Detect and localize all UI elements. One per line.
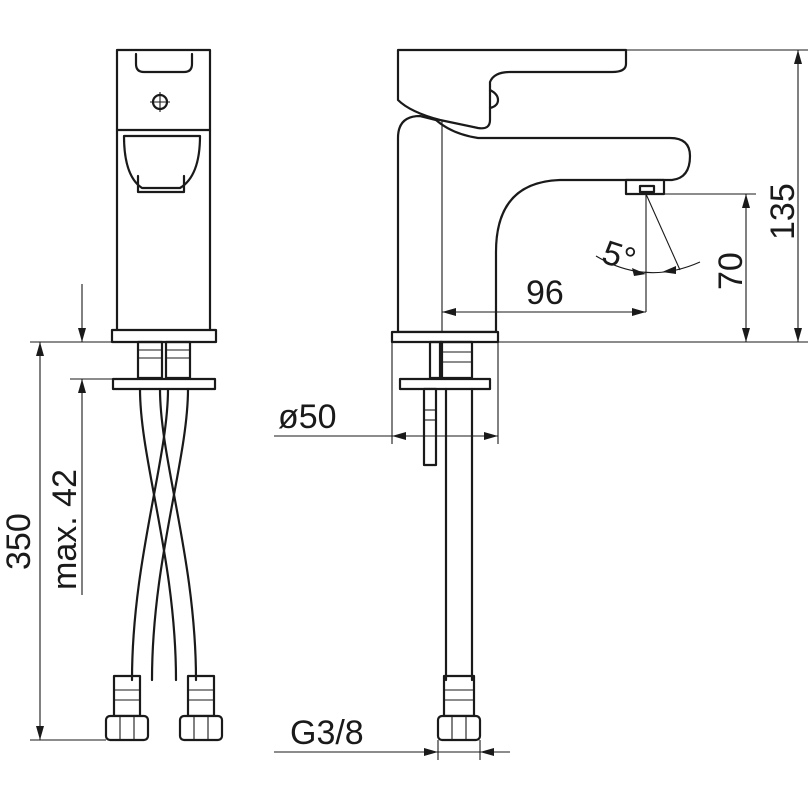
front-lever [115,48,212,132]
front-lever-slot [134,52,194,74]
side-base [390,330,500,344]
dim-spout-reach-label: 96 [526,274,564,312]
dim-hose-length-label: 350 [0,513,38,570]
front-mounting-plate [111,377,217,391]
side-mounting-plate [398,377,492,391]
dim-spout-height-label: 70 [712,252,750,290]
front-dimensions: 350 max. 42 [0,284,113,741]
front-nut-right [178,714,224,742]
front-nut-left [104,714,150,742]
front-hose-left [138,387,178,682]
side-hose [444,387,474,682]
front-hose-right [150,387,190,682]
front-base [110,328,218,344]
side-body-spout [396,114,692,334]
front-spout-end [122,134,202,190]
front-body [115,128,212,332]
side-view [390,48,692,742]
side-threaded-stud [422,387,438,467]
dim-deck-thickness-label: max. 42 [46,469,84,590]
side-nut [436,714,482,742]
front-view [104,48,224,742]
dim-base-diameter-label: ø50 [278,398,337,436]
side-lever [396,48,628,130]
dim-total-height-label: 135 [764,183,802,240]
dim-thread-label: G3/8 [290,714,364,752]
side-dimensions: 135 70 96 5° ø50 G3/8 [274,49,808,760]
